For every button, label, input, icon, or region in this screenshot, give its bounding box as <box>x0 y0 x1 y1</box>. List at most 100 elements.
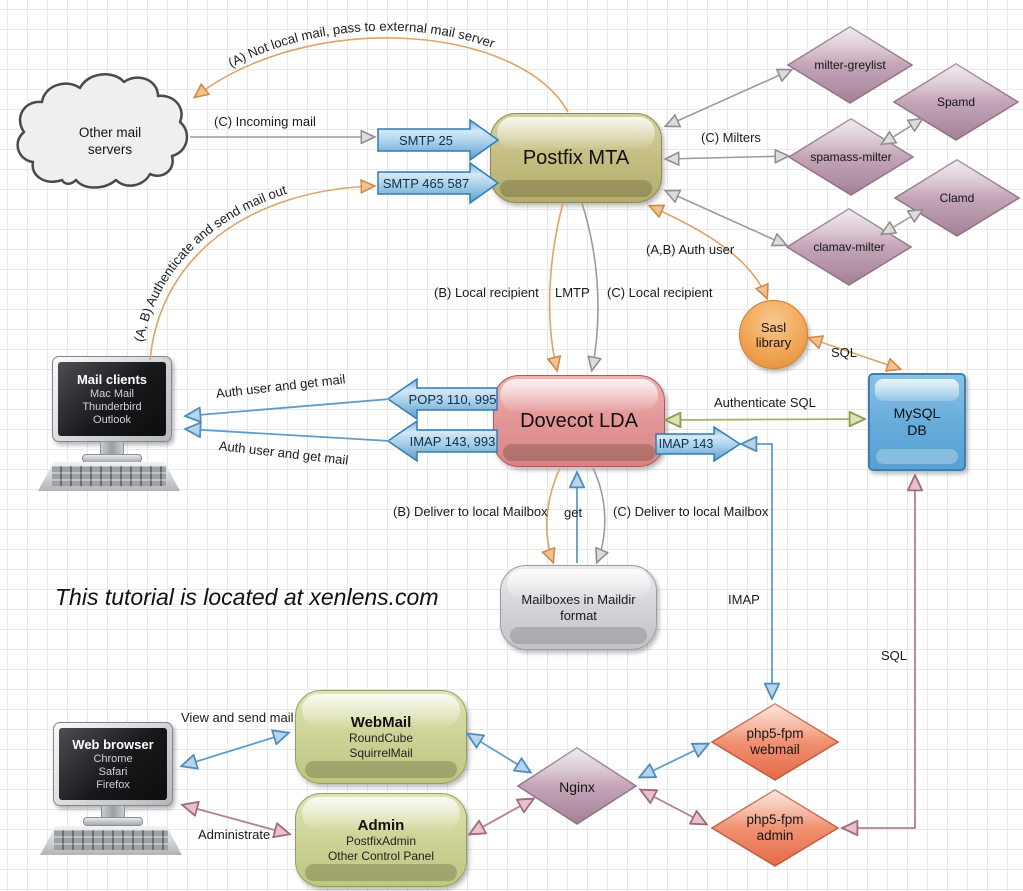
auth-user-ab-label: (A,B) Auth user <box>646 242 735 257</box>
auth-get-mail-label-2: Auth user and get mail <box>218 438 350 468</box>
monitor-screen: Web browser Chrome Safari Firefox <box>59 728 167 800</box>
milters-label: (C) Milters <box>701 130 761 145</box>
tutorial-note: This tutorial is located at xenlens.com <box>55 584 439 610</box>
mysql-node: MySQL DB <box>868 373 966 471</box>
sasl-sql-label: SQL <box>831 345 858 360</box>
smtp25-label: SMTP 25 <box>399 133 453 148</box>
php-admin-label: php5-fpm admin <box>746 812 804 843</box>
keyboard <box>38 462 180 491</box>
webmail-item: SquirrelMail <box>349 745 413 760</box>
spamass-milter-label: spamass-milter <box>810 150 892 164</box>
mail-clients-item: Mac Mail <box>89 387 134 400</box>
arrow-postfix-miltergreylist <box>666 70 791 126</box>
arrow-deliver-b <box>547 467 561 562</box>
bottom-band <box>305 864 457 881</box>
gloss-highlight <box>302 694 460 728</box>
deliver-b-label: (B) Deliver to local Mailbox <box>393 504 548 519</box>
pop3-label: POP3 110, 995 <box>408 392 497 407</box>
smtp465-label: SMTP 465 587 <box>382 176 470 191</box>
monitor-bezel: Web browser Chrome Safari Firefox <box>53 722 173 806</box>
monitor-base <box>82 454 142 463</box>
view-send-mail-label: View and send mail <box>181 710 294 725</box>
imap143-label: IMAP 143 <box>658 437 714 451</box>
gloss-highlight <box>507 569 650 599</box>
nginx-label: Nginx <box>559 779 595 795</box>
gloss-highlight <box>875 379 959 401</box>
webmail-node: WebMail RoundCube SquirrelMail <box>295 690 467 784</box>
arrow-postfix-clamavmilter <box>666 191 786 245</box>
web-browser-item: Chrome <box>93 752 133 765</box>
get-label: get <box>564 505 583 520</box>
dovecot-node: Dovecot LDA <box>493 375 665 467</box>
gloss-highlight <box>302 797 460 831</box>
postfix-node: Postfix MTA <box>490 113 662 203</box>
mail-clients-title: Mail clients <box>76 371 148 387</box>
postfix-label: Postfix MTA <box>522 146 630 169</box>
mail-clients-item: Outlook <box>93 413 131 426</box>
arrow-webmail-nginx <box>468 734 530 772</box>
php-webmail-label: php5-fpm webmail <box>746 726 804 757</box>
bottom-band <box>503 444 655 461</box>
arrow-spamass-spamd <box>882 119 922 144</box>
sasl-label: Sasl library <box>755 319 792 350</box>
webmail-item: RoundCube <box>348 730 414 745</box>
bottom-band <box>876 449 958 464</box>
admin-title: Admin <box>357 816 405 834</box>
milter-greylist-label: milter-greylist <box>814 58 886 72</box>
authenticate-sql-label: Authenticate SQL <box>714 395 816 410</box>
arrow-clamav-clamd <box>882 210 922 234</box>
arrow-pop3-to-client <box>186 398 391 416</box>
lmtp-label: LMTP <box>555 285 590 300</box>
arrow-admin-nginx <box>470 799 533 834</box>
web-browser-item: Safari <box>98 765 128 778</box>
gloss-highlight <box>497 117 655 149</box>
admin-item: Other Control Panel <box>327 848 435 863</box>
sasl-node: Sasl library <box>739 300 808 369</box>
local-recipient-c-label: (C) Local recipient <box>607 285 713 300</box>
incoming-mail-label: (C) Incoming mail <box>214 114 316 129</box>
arrow-authenticate-sql <box>666 419 864 420</box>
admin-node: Admin PostfixAdmin Other Control Panel <box>295 793 467 887</box>
local-recipient-b-label: (B) Local recipient <box>434 285 539 300</box>
mail-clients-item: Thunderbird <box>82 400 142 413</box>
dovecot-label: Dovecot LDA <box>520 409 638 432</box>
webmail-title: WebMail <box>350 713 412 731</box>
administrate-label: Administrate <box>198 827 271 842</box>
arrow-view-send-mail <box>182 733 288 766</box>
mysql-label: MySQL DB <box>893 405 941 438</box>
monitor-screen: Mail clients Mac Mail Thunderbird Outloo… <box>58 362 166 436</box>
keyboard <box>40 826 182 855</box>
bottom-band <box>305 761 457 778</box>
arrow-imap-to-client <box>186 429 391 442</box>
spamd-label: Spamd <box>936 95 976 109</box>
deliver-c-label: (C) Deliver to local Mailbox <box>613 504 769 519</box>
imap993-label: IMAP 143, 993 <box>409 434 496 449</box>
monitor-base <box>83 817 143 826</box>
arrow-authenticate-send-out <box>149 186 374 361</box>
auth-get-mail-label-1: Auth user and get mail <box>215 371 347 401</box>
arrow-deliver-c <box>592 467 605 562</box>
clamav-milter-label: clamav-milter <box>813 240 885 254</box>
web-browser-title: Web browser <box>72 736 154 752</box>
gloss-highlight <box>500 379 658 412</box>
sql-line-label: SQL <box>881 648 908 663</box>
arrow-nginx-phpwebmail <box>640 744 708 777</box>
arrow-not-local-mail <box>195 37 569 113</box>
arrow-nginx-phpadmin <box>641 790 706 824</box>
imap-line-label: IMAP <box>728 592 760 607</box>
arrow-postfix-spamassmilter <box>666 156 788 159</box>
clamd-label: Clamd <box>939 191 975 205</box>
not-local-mail-label: (A) Not local mail, pass to external mai… <box>226 19 498 71</box>
bottom-band <box>510 627 647 644</box>
admin-item: PostfixAdmin <box>345 833 417 848</box>
arrow-imap-phpwebmail <box>742 444 772 698</box>
keyboard-keys <box>54 830 168 850</box>
mailboxes-label: Mailboxes in Maildir format <box>521 591 636 623</box>
bottom-band <box>500 180 652 197</box>
mailboxes-node: Mailboxes in Maildir format <box>500 565 657 650</box>
auth-send-label: (A, B) Authenticate and send mail out <box>131 182 289 343</box>
monitor-bezel: Mail clients Mac Mail Thunderbird Outloo… <box>52 356 172 442</box>
web-browser-item: Firefox <box>96 778 130 791</box>
cloud-label: Other mail servers <box>78 125 142 157</box>
